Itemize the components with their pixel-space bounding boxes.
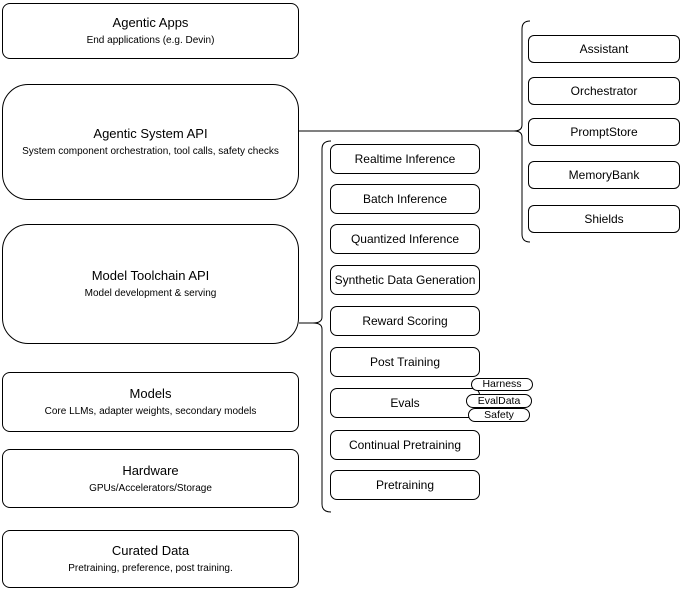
node-reward-scoring-label: Reward Scoring [362, 314, 448, 328]
node-quantized-inference: Quantized Inference [330, 224, 480, 254]
tag-harness: Harness [471, 378, 533, 391]
node-models: Models Core LLMs, adapter weights, secon… [2, 372, 299, 432]
tag-safety-label: Safety [484, 408, 514, 421]
node-agentic-apps-title: Agentic Apps [112, 15, 189, 30]
node-models-title: Models [129, 386, 172, 401]
node-shields-label: Shields [584, 212, 624, 226]
node-synthetic-data-generation-label: Synthetic Data Generation [334, 273, 476, 287]
node-agentic-system-api-subtitle: System component orchestration, tool cal… [22, 146, 279, 157]
node-hardware: Hardware GPUs/Accelerators/Storage [2, 449, 299, 508]
node-curated-data-title: Curated Data [111, 543, 190, 558]
node-assistant: Assistant [528, 35, 680, 63]
node-agentic-apps: Agentic Apps End applications (e.g. Devi… [2, 3, 299, 59]
node-agentic-apps-subtitle: End applications (e.g. Devin) [86, 35, 215, 46]
node-evals: Evals [330, 388, 480, 418]
node-post-training: Post Training [330, 347, 480, 377]
node-agentic-system-api: Agentic System API System component orch… [2, 84, 299, 200]
tag-evaldata-label: EvalData [477, 394, 521, 407]
tag-evaldata: EvalData [466, 394, 532, 408]
node-promptstore-label: PromptStore [570, 125, 638, 139]
node-models-subtitle: Core LLMs, adapter weights, secondary mo… [44, 406, 257, 417]
node-memorybank: MemoryBank [528, 161, 680, 189]
tag-safety: Safety [468, 408, 530, 422]
node-model-toolchain-api-title: Model Toolchain API [91, 268, 210, 283]
node-model-toolchain-api-subtitle: Model development & serving [84, 288, 217, 299]
node-post-training-label: Post Training [369, 355, 441, 369]
node-continual-pretraining: Continual Pretraining [330, 430, 480, 460]
node-model-toolchain-api: Model Toolchain API Model development & … [2, 224, 299, 344]
node-orchestrator-label: Orchestrator [570, 84, 638, 98]
node-evals-label: Evals [390, 396, 420, 410]
node-curated-data: Curated Data Pretraining, preference, po… [2, 530, 299, 588]
node-realtime-inference-label: Realtime Inference [354, 152, 456, 166]
node-hardware-title: Hardware [122, 462, 179, 478]
node-synthetic-data-generation: Synthetic Data Generation [330, 265, 480, 295]
node-curated-data-subtitle: Pretraining, preference, post training. [68, 563, 233, 574]
node-batch-inference-label: Batch Inference [362, 192, 448, 206]
node-quantized-inference-label: Quantized Inference [350, 232, 460, 246]
node-memorybank-label: MemoryBank [568, 168, 640, 182]
node-continual-pretraining-label: Continual Pretraining [348, 438, 462, 452]
tag-harness-label: Harness [482, 378, 522, 391]
node-orchestrator: Orchestrator [528, 77, 680, 105]
bracket-toolchain-items [312, 140, 332, 513]
node-shields: Shields [528, 205, 680, 233]
node-realtime-inference: Realtime Inference [330, 144, 480, 174]
node-pretraining-label: Pretraining [375, 478, 435, 492]
node-agentic-system-api-title: Agentic System API [93, 126, 208, 141]
node-batch-inference: Batch Inference [330, 184, 480, 214]
node-hardware-subtitle: GPUs/Accelerators/Storage [89, 482, 212, 494]
node-promptstore: PromptStore [528, 118, 680, 146]
node-pretraining: Pretraining [330, 470, 480, 500]
node-assistant-label: Assistant [579, 42, 629, 56]
node-reward-scoring: Reward Scoring [330, 306, 480, 336]
